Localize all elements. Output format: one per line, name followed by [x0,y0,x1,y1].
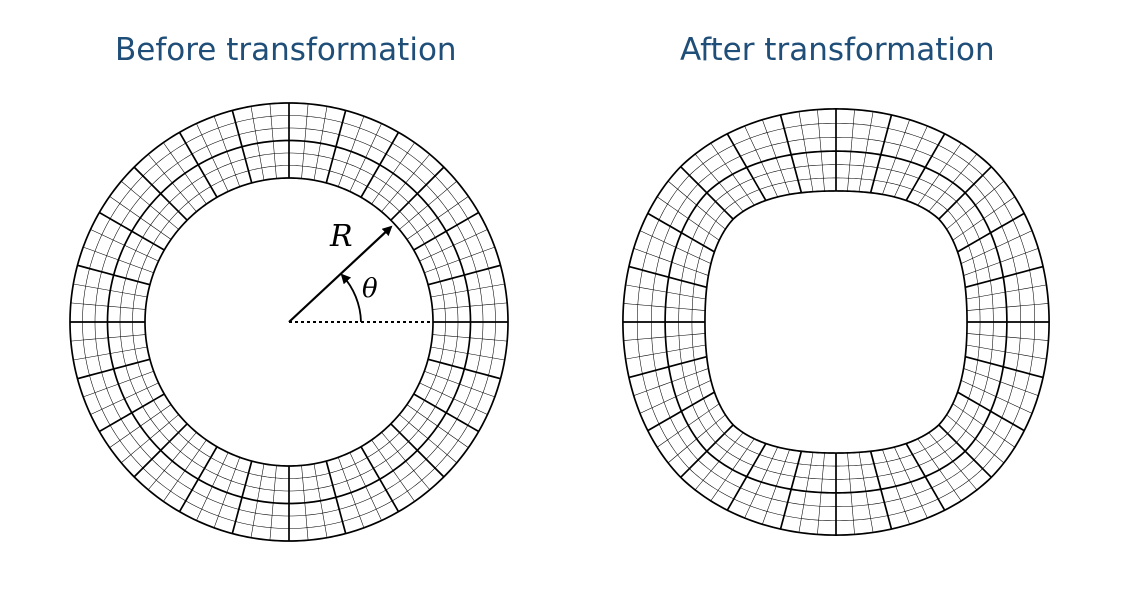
polar-annotations: R θ [288,219,432,323]
after-minor-spoke [966,333,1049,341]
after-minor-spoke [817,109,825,192]
after-minor-spoke [817,452,825,535]
after-minor-spoke [847,109,855,192]
after-major-ring [664,150,1008,494]
after-minor-ring [651,137,1021,507]
after-minor-ring [678,164,994,480]
title-before: Before transformation [115,32,457,68]
before-major-ring [144,177,434,467]
before-major-ring [106,139,472,505]
before-major-ring [69,102,509,542]
after-major-ring [622,108,1050,536]
before-minor-ring [132,165,446,479]
before-minor-ring [94,127,484,517]
after-minor-ring [636,122,1036,522]
angle-arc-arrow [340,273,362,323]
after-major-ring [704,190,968,454]
before-minor-ring [119,152,459,492]
radius-arrow [288,225,393,323]
title-after: After transformation [680,32,995,68]
after-minor-spoke [966,303,1049,311]
after-minor-spoke [847,452,855,535]
after-minor-spoke [623,333,706,341]
before-minor-ring [82,115,496,529]
annulus-mesh-before [69,102,509,542]
after-minor-spoke [623,303,706,311]
after-minor-ring [691,177,981,467]
deformed-mesh-after [622,108,1050,536]
angle-label: θ [362,274,378,304]
radius-label: R [329,219,353,254]
